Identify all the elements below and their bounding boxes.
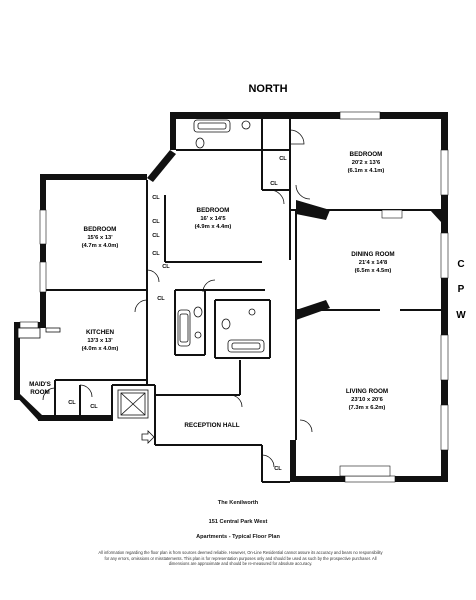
doors — [42, 129, 313, 468]
svg-text:CL: CL — [68, 400, 76, 406]
svg-text:ROOM: ROOM — [30, 389, 50, 396]
svg-text:16' x 14'5: 16' x 14'5 — [200, 216, 226, 222]
room-kitchen: KITCHEN 13'3 x 13' (4.0m x 4.0m) — [82, 329, 119, 352]
room-bedroom-northeast: BEDROOM 20'2 x 13'6 (6.1m x 4.1m) — [348, 151, 385, 174]
svg-text:BEDROOM: BEDROOM — [84, 226, 117, 233]
svg-text:CL: CL — [152, 251, 160, 257]
plan-title: Apartments - Typical Floor Plan — [196, 534, 280, 540]
svg-text:CL: CL — [157, 296, 165, 302]
svg-text:(4.9m x 4.4m): (4.9m x 4.4m) — [195, 224, 232, 230]
thick-partitions — [296, 200, 441, 320]
room-bedroom-center: BEDROOM 16' x 14'5 (4.9m x 4.4m) — [195, 207, 232, 230]
svg-text:(7.3m x 6.2m): (7.3m x 6.2m) — [349, 405, 386, 411]
svg-text:21'4 x 14'8: 21'4 x 14'8 — [359, 260, 388, 266]
svg-text:DINING ROOM: DINING ROOM — [351, 251, 394, 258]
svg-text:13'3 x 13': 13'3 x 13' — [87, 338, 113, 344]
svg-text:KITCHEN: KITCHEN — [86, 329, 114, 336]
building-address: 151 Central Park West — [208, 519, 268, 525]
room-bedroom-west: BEDROOM 15'6 x 13' (4.7m x 4.0m) — [82, 226, 119, 249]
room-reception-hall: RECEPTION HALL — [184, 422, 239, 429]
svg-text:15'6 x 13': 15'6 x 13' — [87, 235, 113, 241]
svg-text:P: P — [458, 284, 465, 295]
svg-text:BEDROOM: BEDROOM — [197, 207, 230, 214]
svg-text:CL: CL — [274, 466, 282, 472]
svg-text:BEDROOM: BEDROOM — [350, 151, 383, 158]
building-name: The Kenilworth — [217, 500, 259, 506]
entry-arrow-icon — [141, 430, 155, 444]
north-label: NORTH — [248, 83, 287, 95]
svg-text:20'2 x 13'6: 20'2 x 13'6 — [352, 160, 381, 166]
svg-text:W: W — [456, 310, 466, 321]
bay-windows — [339, 209, 403, 477]
toilet-north — [195, 137, 205, 149]
disclaimer-text: All information regarding the floor plan… — [98, 550, 383, 567]
svg-text:23'10 x 20'6: 23'10 x 20'6 — [351, 397, 384, 403]
closet-labels: CL CL CL CL CL CL CL CL CL CL CL — [68, 156, 287, 472]
svg-text:(4.7m x 4.0m): (4.7m x 4.0m) — [82, 243, 119, 249]
svg-text:CL: CL — [270, 181, 278, 187]
svg-text:(6.1m x 4.1m): (6.1m x 4.1m) — [348, 168, 385, 174]
svg-text:CL: CL — [152, 195, 160, 201]
svg-text:LIVING ROOM: LIVING ROOM — [346, 388, 388, 395]
fixtures — [17, 119, 265, 353]
svg-text:(6.5m x 4.5m): (6.5m x 4.5m) — [355, 268, 392, 274]
svg-text:CL: CL — [162, 264, 170, 270]
toilet-east — [221, 318, 231, 330]
svg-text:(4.0m x 4.0m): (4.0m x 4.0m) — [82, 346, 119, 352]
toilet-west — [193, 306, 203, 318]
svg-text:CL: CL — [279, 156, 287, 162]
elevator — [117, 389, 149, 419]
windows — [19, 111, 449, 483]
svg-text:CL: CL — [152, 233, 160, 239]
room-dining: DINING ROOM 21'4 x 14'8 (6.5m x 4.5m) — [351, 251, 394, 274]
svg-text:CL: CL — [152, 219, 160, 225]
svg-text:C: C — [457, 259, 464, 270]
room-maids: MAID'S ROOM — [29, 381, 51, 396]
svg-text:CL: CL — [90, 404, 98, 410]
svg-text:MAID'S: MAID'S — [29, 381, 51, 388]
room-living: LIVING ROOM 23'10 x 20'6 (7.3m x 6.2m) — [346, 388, 388, 411]
street-letters: C P W — [456, 259, 466, 321]
sink-north — [241, 120, 251, 130]
